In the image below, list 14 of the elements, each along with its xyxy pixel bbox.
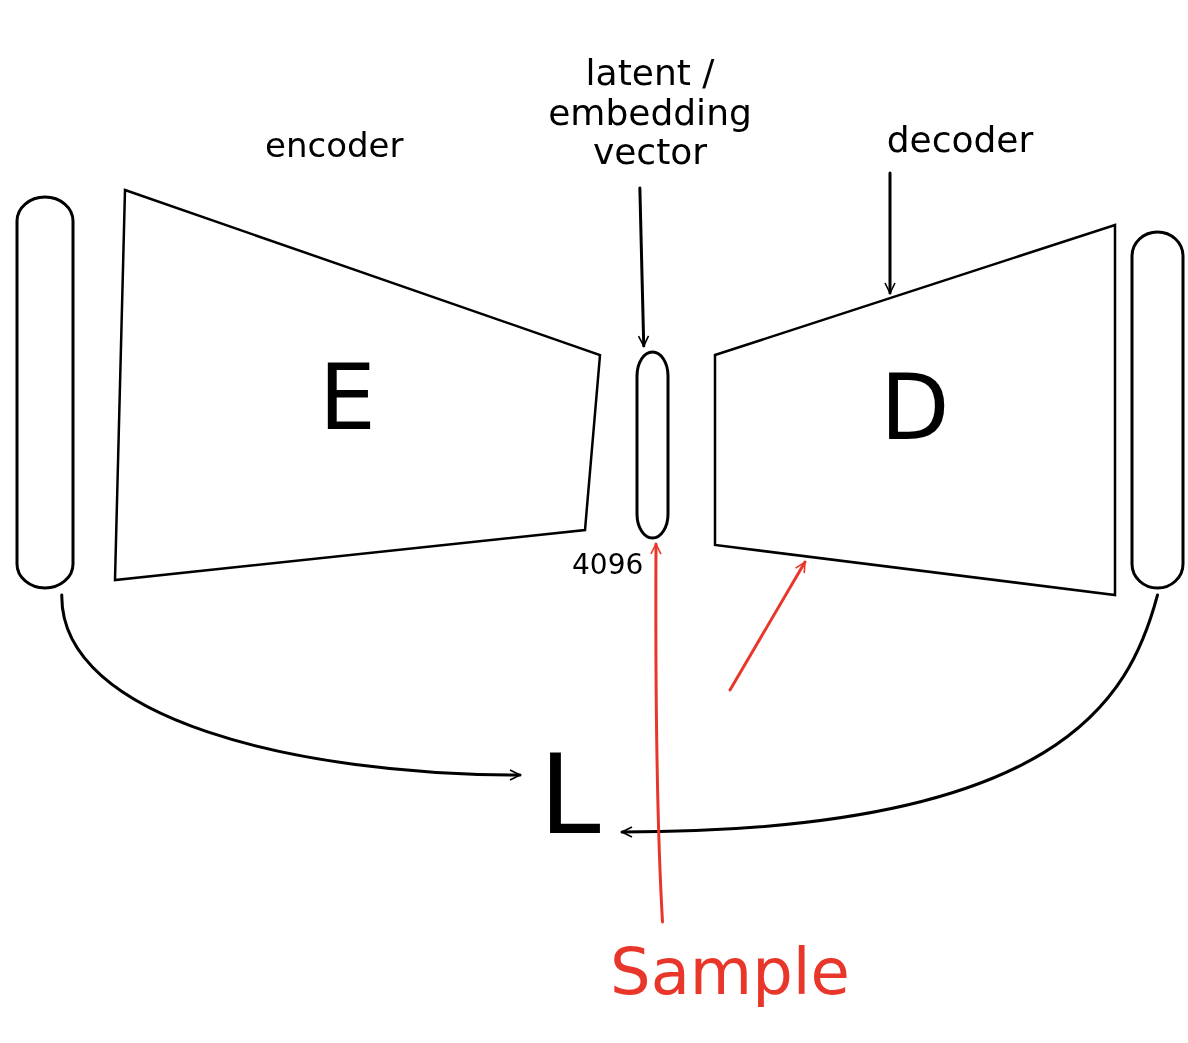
arrow xyxy=(637,186,650,348)
block-letter: E xyxy=(319,348,376,447)
arrow xyxy=(650,542,664,924)
node-caption: encoder xyxy=(265,125,404,165)
node-label: latent / embedding vector xyxy=(547,53,753,172)
arrow xyxy=(60,593,522,781)
node-label: decoder xyxy=(886,120,1034,160)
arrow xyxy=(884,171,896,295)
arrow xyxy=(728,560,807,692)
block-letter: D xyxy=(880,358,950,457)
arrow xyxy=(620,593,1159,838)
node-label: L xyxy=(539,734,601,856)
node-label: Sample xyxy=(610,937,850,1008)
dimension-label: 4096 xyxy=(572,548,644,581)
